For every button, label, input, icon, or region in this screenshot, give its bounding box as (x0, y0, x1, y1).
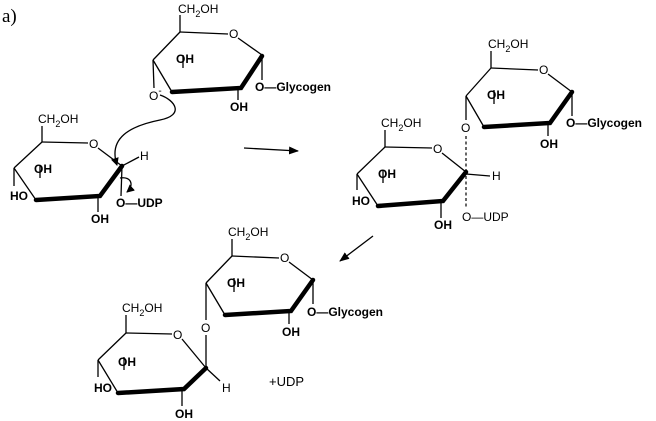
ch2oh-label: CH2OH (122, 301, 162, 318)
oh-label: OH (540, 137, 558, 151)
glycosidic-oxygen: O (201, 321, 210, 335)
oh-label: OH (378, 167, 396, 181)
oh-label: OH (91, 212, 109, 226)
product-glycogen: CH2OH O OH OH O—Glycogen O CH2OH O H OH … (94, 225, 383, 421)
oh-label: OH (176, 52, 194, 66)
ho-label: HO (94, 381, 112, 395)
ring-oxygen: O (539, 63, 548, 77)
acceptor-glucose-top: CH2OH O O- OH OH O—Glycogen (149, 2, 331, 114)
curved-arrow-leaving (119, 177, 135, 193)
oh-label: OH (34, 162, 52, 176)
ring-oxygen: O (89, 137, 98, 151)
o-glycogen-label: O—Glycogen (307, 305, 383, 319)
ho-label: HO (10, 189, 28, 203)
ch2oh-label: CH2OH (488, 37, 528, 54)
panel-label: a) (2, 6, 17, 27)
glycosidic-oxygen: O (461, 121, 470, 135)
o-glycogen-label: O—Glycogen (566, 116, 642, 130)
h-label: H (222, 381, 231, 395)
reaction-arrow-right (243, 146, 299, 155)
o-udp-label: O—UDP (462, 210, 509, 224)
ch2oh-label: CH2OH (38, 112, 78, 129)
ring-oxygen: O (280, 251, 289, 265)
ring-oxygen: O (229, 27, 238, 41)
transition-state: CH2OH O OH OH O—Glycogen O CH2OH O H OH … (352, 37, 642, 232)
oh-label: OH (434, 218, 452, 232)
curved-arrow-attack (110, 94, 176, 166)
udp-glucose: CH2OH O H O—UDP OH HO OH (10, 112, 163, 226)
ch2oh-label: CH2OH (381, 116, 421, 133)
oh-label: OH (230, 100, 248, 114)
ch2oh-label: CH2OH (178, 2, 218, 19)
o-minus-label: O- (149, 86, 162, 103)
h-label: H (492, 169, 501, 183)
ho-label: HO (352, 194, 370, 208)
oh-label: OH (227, 276, 245, 290)
plus-udp-label: +UDP (269, 374, 304, 389)
o-udp-label: O—UDP (116, 196, 163, 210)
ch2oh-label: CH2OH (228, 225, 268, 242)
ring-oxygen: O (173, 328, 182, 342)
oh-label: OH (282, 325, 300, 339)
oh-label: OH (487, 88, 505, 102)
ring-oxygen: O (433, 142, 442, 156)
oh-label: OH (175, 407, 193, 421)
o-glycogen-label: O—Glycogen (255, 80, 331, 94)
reaction-arrow-down-left (339, 235, 374, 262)
h-label: H (140, 149, 149, 163)
oh-label: OH (118, 355, 136, 369)
